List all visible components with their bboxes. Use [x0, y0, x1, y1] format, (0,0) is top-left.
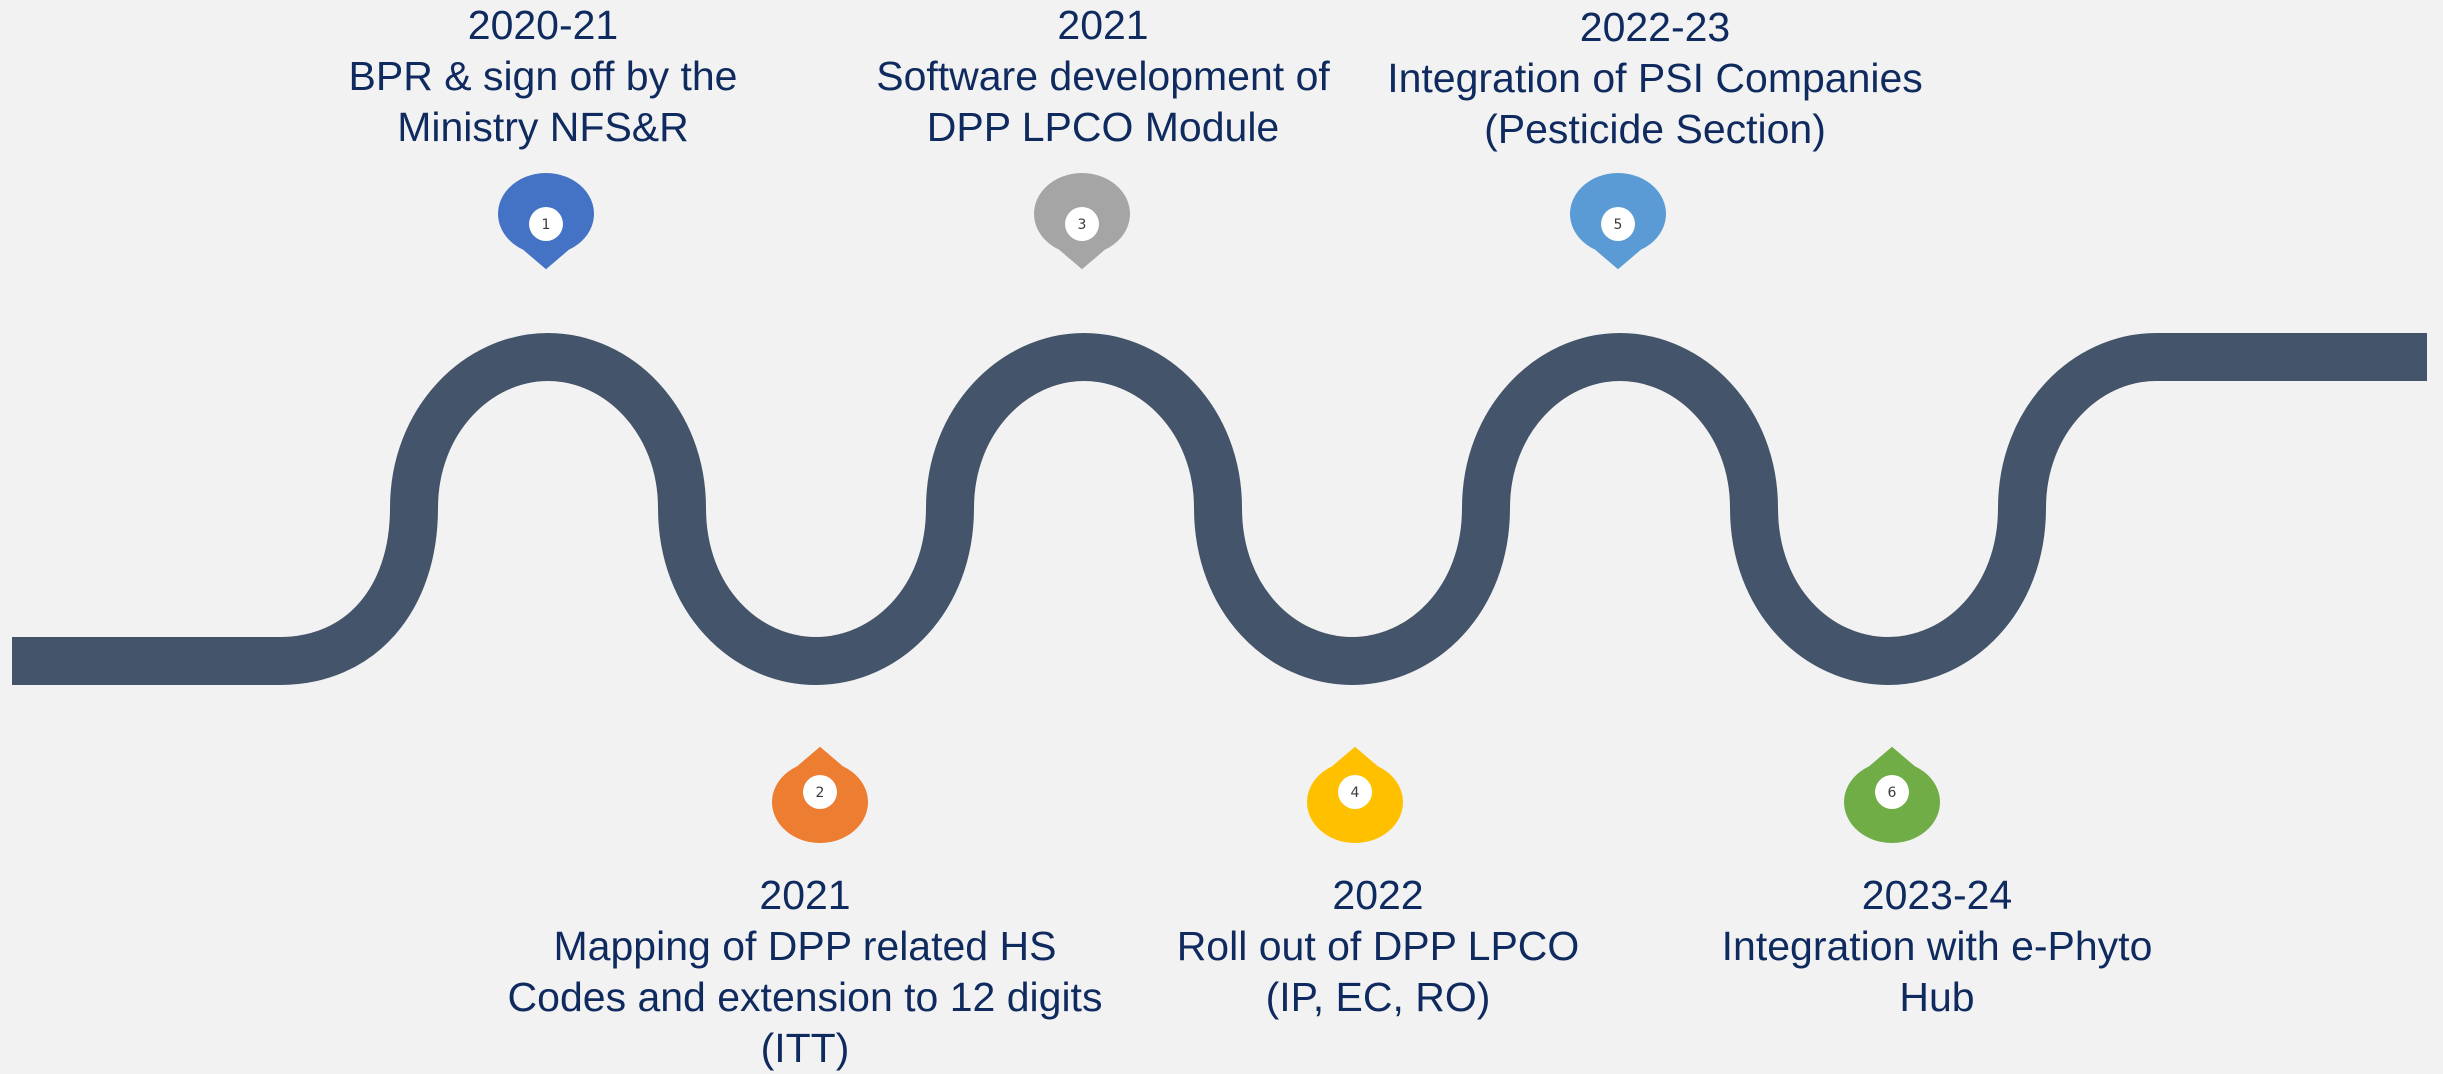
milestone-year: 2023-24: [1861, 872, 2013, 918]
milestone-description: Software development of DPP LPCO Module: [876, 53, 1330, 150]
pin-number: 1: [542, 217, 551, 233]
milestone-description: Integration with e-Phyto Hub: [1721, 923, 2153, 1020]
pin-number-badge: [1338, 775, 1372, 809]
pin-number: 6: [1888, 785, 1897, 801]
pin-number-badge: [529, 207, 563, 241]
pin-number: 5: [1614, 217, 1623, 233]
milestone-description: Mapping of DPP related HS Codes and exte…: [507, 923, 1103, 1071]
pin-number-badge: [803, 775, 837, 809]
pin-number: 3: [1078, 217, 1087, 233]
pin-number-badge: [1875, 775, 1909, 809]
milestone-year: 2022-23: [1579, 4, 1731, 50]
milestone-description: Integration of PSI Companies (Pesticide …: [1387, 55, 1923, 152]
milestone-description: BPR & sign off by the Ministry NFS&R: [348, 53, 738, 150]
milestone-year: 2020-21: [467, 2, 619, 48]
milestone-description: Roll out of DPP LPCO (IP, EC, RO): [1176, 923, 1580, 1020]
milestone-year: 2022: [1332, 872, 1424, 918]
pin-number: 2: [816, 785, 825, 801]
pin-number-badge: [1065, 207, 1099, 241]
milestone-year: 2021: [759, 872, 851, 918]
pin-number-badge: [1601, 207, 1635, 241]
pin-number: 4: [1351, 785, 1360, 801]
milestone-year: 2021: [1057, 2, 1149, 48]
road-path: [12, 333, 2427, 685]
